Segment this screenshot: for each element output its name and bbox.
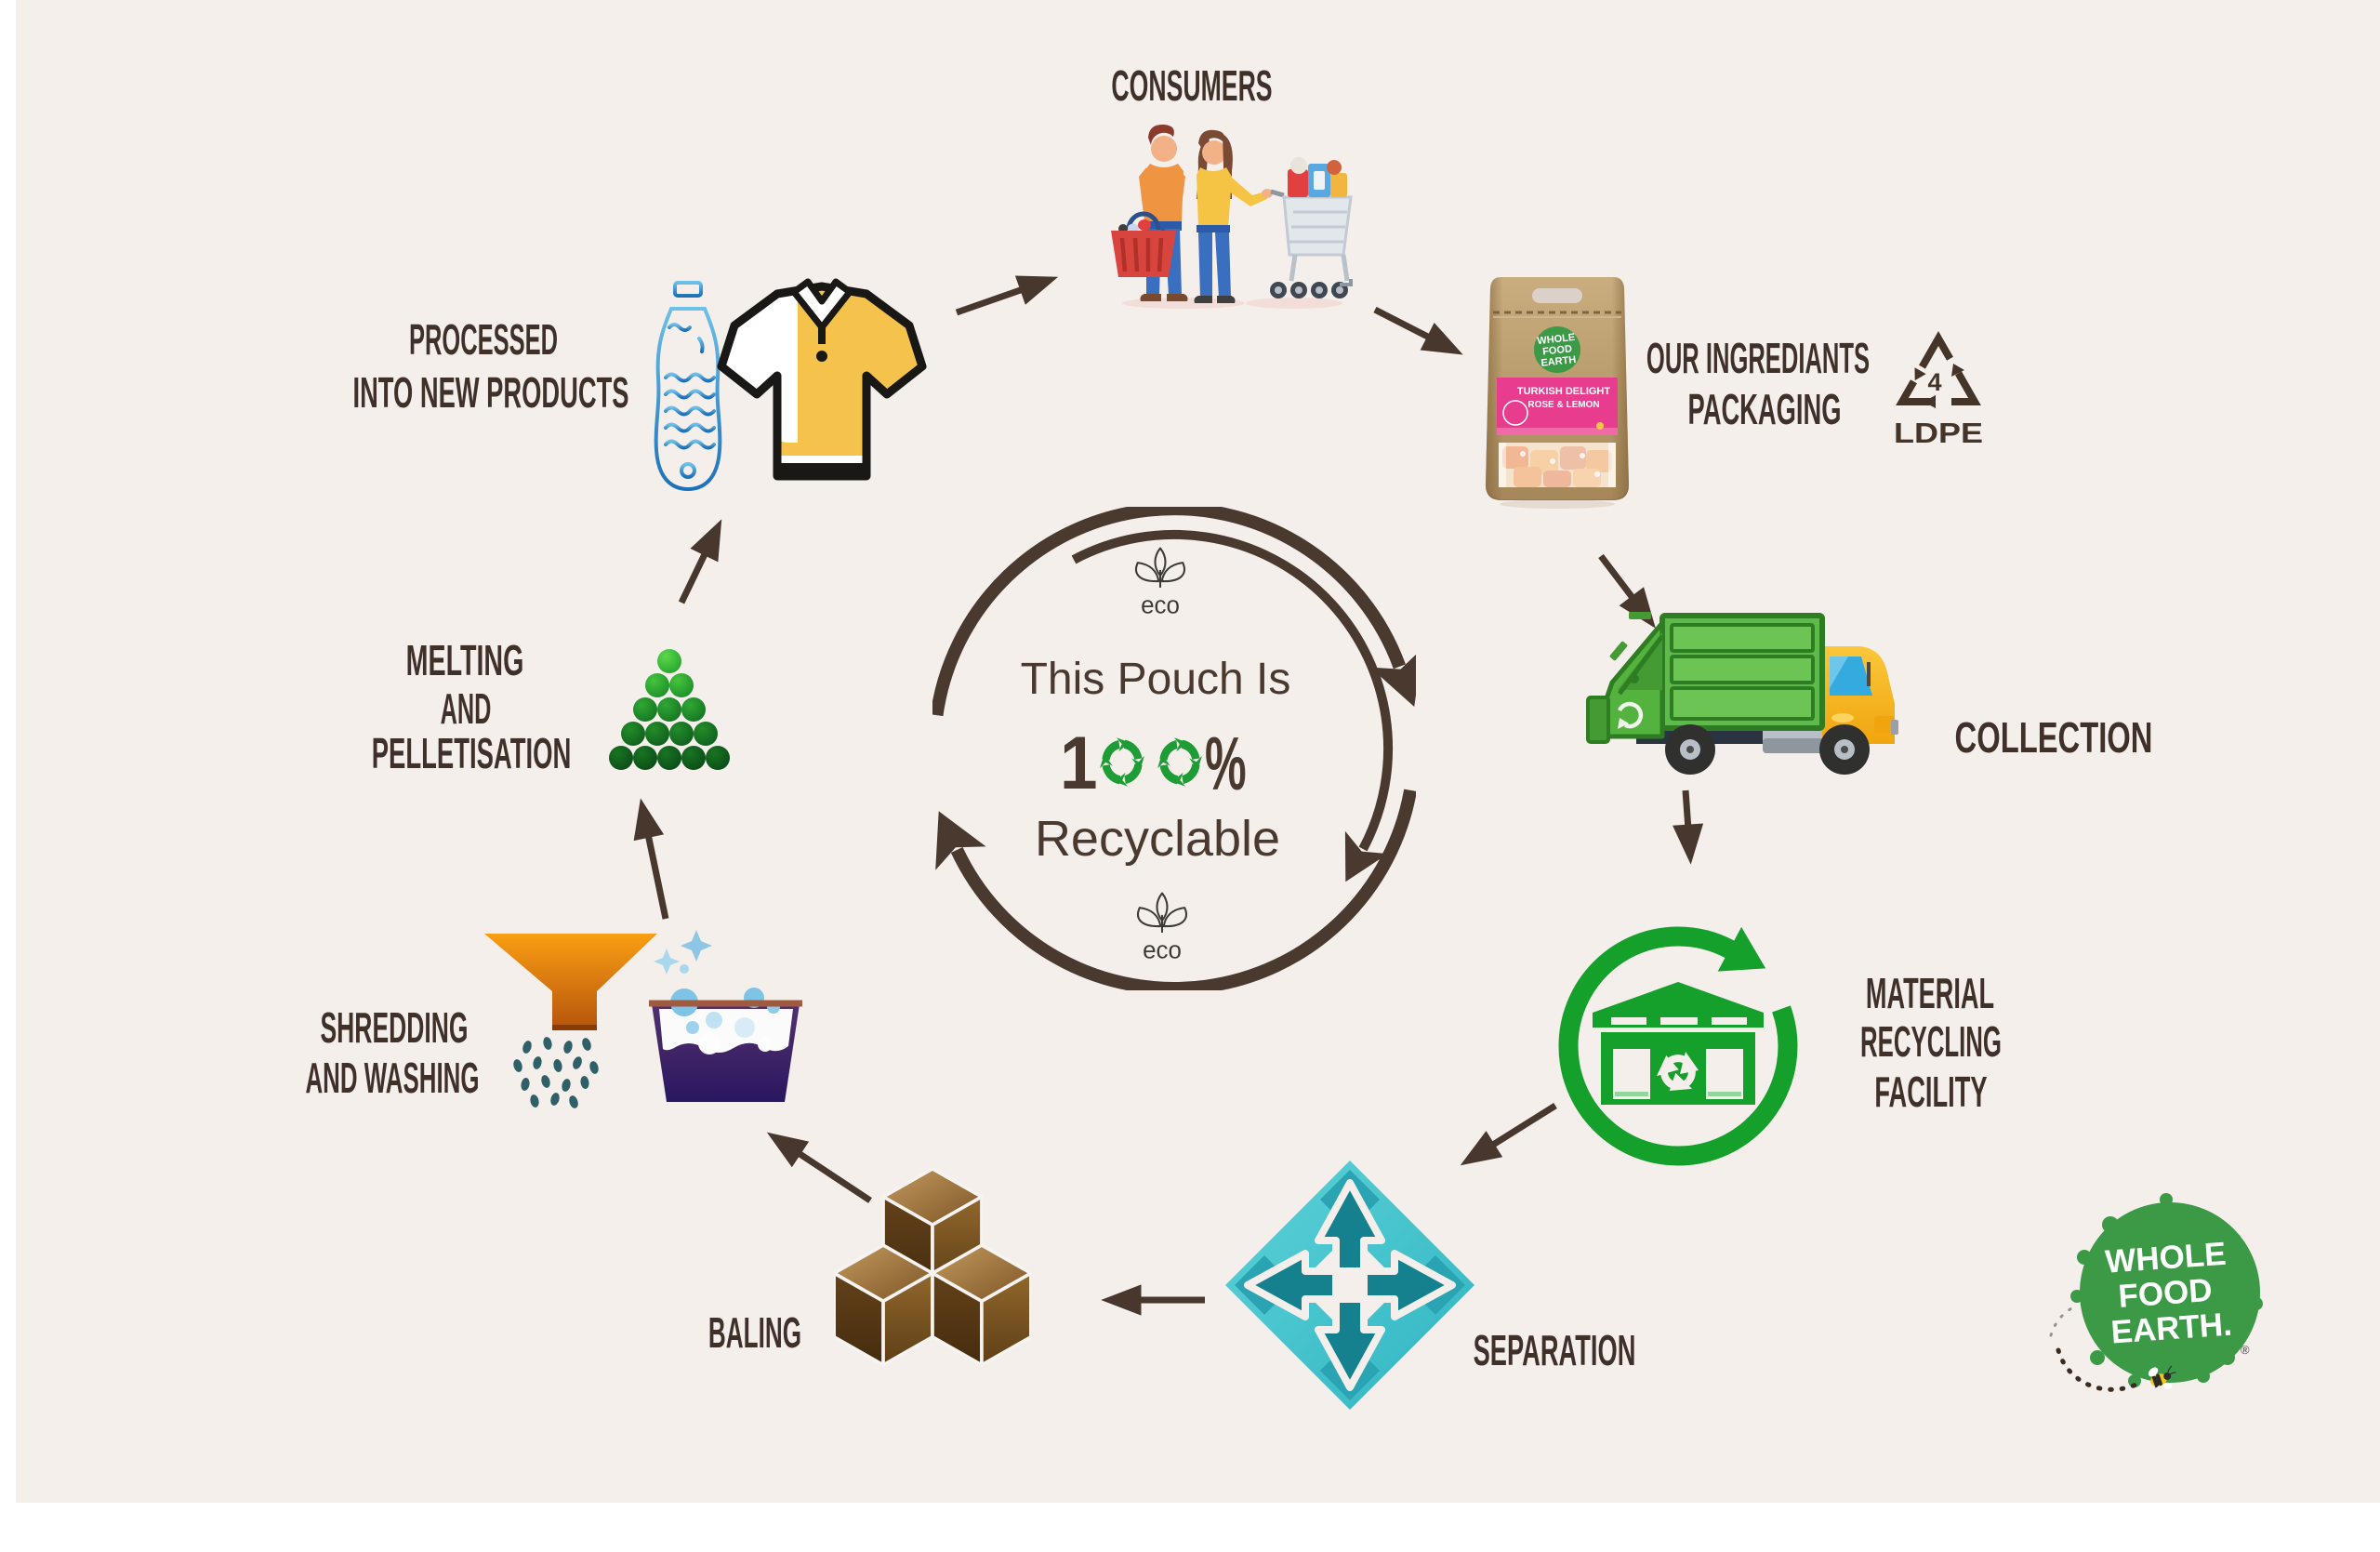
svg-text:4: 4 (1927, 368, 1941, 396)
svg-text:eco: eco (1143, 938, 1182, 964)
svg-text:WHOLE: WHOLE (2104, 1236, 2228, 1280)
svg-text:FOOD: FOOD (2117, 1272, 2214, 1315)
svg-text:®: ® (2241, 1343, 2250, 1357)
svg-text:EARTH.: EARTH. (2109, 1306, 2233, 1350)
svg-text:TURKISH DELIGHT: TURKISH DELIGHT (1517, 386, 1611, 397)
svg-text:EARTH: EARTH (1540, 354, 1577, 369)
svg-text:ROSE & LEMON: ROSE & LEMON (1527, 400, 1599, 410)
svg-text:FOOD: FOOD (1542, 343, 1573, 357)
svg-text:LDPE: LDPE (1894, 417, 1983, 446)
svg-text:WHOLE: WHOLE (1537, 332, 1576, 347)
svg-text:eco: eco (1141, 593, 1180, 619)
